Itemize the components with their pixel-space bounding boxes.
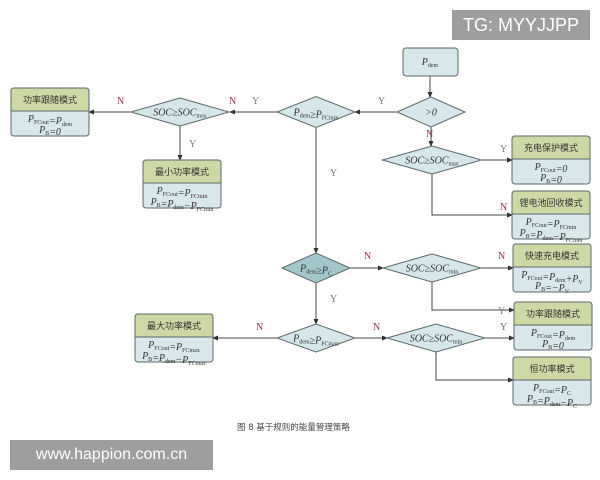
mode-title: 功率跟随模式	[526, 308, 580, 320]
mode-formula: PB=−PV	[534, 281, 570, 295]
watermark-top: TG: MYYJJPP	[452, 10, 590, 40]
start-node-pdem: Pdem	[402, 47, 459, 77]
decision-soc-ge-socmax-right: SOC≥SOCmax	[380, 145, 484, 175]
start-formula: Pdem	[421, 57, 439, 69]
mode-formula: PB=0	[38, 125, 61, 138]
decision-soc-ge-socmax-left: SOC≥SOCmax	[129, 97, 231, 127]
mode-title: 快速充电模式	[525, 250, 579, 262]
edge-label-no: N	[373, 322, 380, 333]
edge-label-no: N	[229, 96, 236, 107]
decision-gt0: >0	[395, 96, 467, 128]
edge-label-yes: Y	[500, 322, 507, 333]
mode-title: 功率跟随模式	[23, 94, 77, 106]
edge-label-no: N	[117, 96, 124, 107]
edge-label-no: N	[500, 202, 507, 213]
edge-label-no: N	[256, 322, 263, 333]
mode-title: 最小功率模式	[155, 166, 209, 178]
mode-formula: PFCout=PFCmax	[147, 340, 200, 354]
mode-title: 最大功率模式	[147, 320, 201, 332]
edge-label-yes: Y	[378, 96, 385, 107]
mode-title: 锂电池回收模式	[519, 197, 582, 209]
mode-formula: PB=Pdem−PFCmin	[519, 228, 583, 244]
decision-soc-ge-socmin-upper: SOC≥SOCmin	[381, 253, 483, 283]
mode-formula: PFCout=PC	[532, 383, 571, 397]
mode-title: 恒功率模式	[529, 363, 574, 375]
decision-condition: SOC≥SOCmax	[153, 108, 207, 120]
decision-condition: SOC≥SOCmin	[410, 334, 463, 346]
mode-formula: PFCout=Pdem	[530, 328, 576, 342]
watermark-bottom: www.happion.com.cn	[10, 440, 213, 470]
edge-label-no: N	[498, 251, 505, 262]
mode-formula: PB=Pdem−PFCmax	[141, 351, 206, 367]
decision-condition: >0	[425, 108, 437, 119]
mode-formula: PB=Pdem−PC	[526, 394, 577, 410]
edge-label-yes: Y	[500, 144, 507, 155]
decision-condition: Pdem≥PFCmax	[292, 334, 339, 348]
decision-condition: SOC≥SOCmax	[405, 156, 459, 168]
mode-formula: PFCout=PFCmin	[156, 186, 208, 200]
flow-arrow	[435, 352, 514, 383]
decision-condition: Pdem≥PFCmin	[293, 108, 339, 122]
mode-formula: PFCout=Pdem	[27, 114, 73, 128]
mode-formula: PB=Pdem−PFCmin	[150, 197, 214, 213]
edge-label-yes: Y	[498, 306, 505, 317]
edge-label-no: N	[426, 129, 433, 140]
mode-formula: PFCout=0	[534, 162, 568, 175]
edge-label-yes: Y	[189, 139, 196, 150]
decision-pdem-ge-pfcmax: Pdem≥PFCmax	[275, 323, 357, 353]
decision-soc-ge-socmin-lower: SOC≥SOCmin	[385, 323, 487, 353]
edge-label-yes: Y	[330, 294, 337, 305]
mode-formula: PFCout=Pdem+PV	[520, 270, 583, 286]
edge-label-yes: Y	[330, 168, 337, 179]
mode-formula: PB=0	[541, 339, 564, 352]
mode-formula: PB=0	[539, 173, 562, 186]
decision-condition: SOC≥SOCmin	[406, 264, 459, 276]
mode-box-charge-protect: 充电保护模式 PFCout=0PB=0	[511, 135, 591, 186]
edge-label-no: N	[364, 251, 371, 262]
flow-arrow	[431, 174, 513, 218]
figure-caption: 图 8 基于规则的能量管理策略	[237, 423, 350, 433]
flow-arrow	[431, 282, 515, 313]
decision-pdem-ge-pc: Pdem≥PC	[280, 252, 352, 284]
mode-formula: PFCout=PFCmin	[525, 217, 577, 231]
decision-condition: Pdem≥PC	[299, 264, 332, 278]
decision-pdem-ge-pfcmin: Pdem≥PFCmin	[275, 95, 357, 129]
mode-title: 充电保护模式	[524, 142, 578, 154]
edge-label-yes: Y	[252, 96, 259, 107]
